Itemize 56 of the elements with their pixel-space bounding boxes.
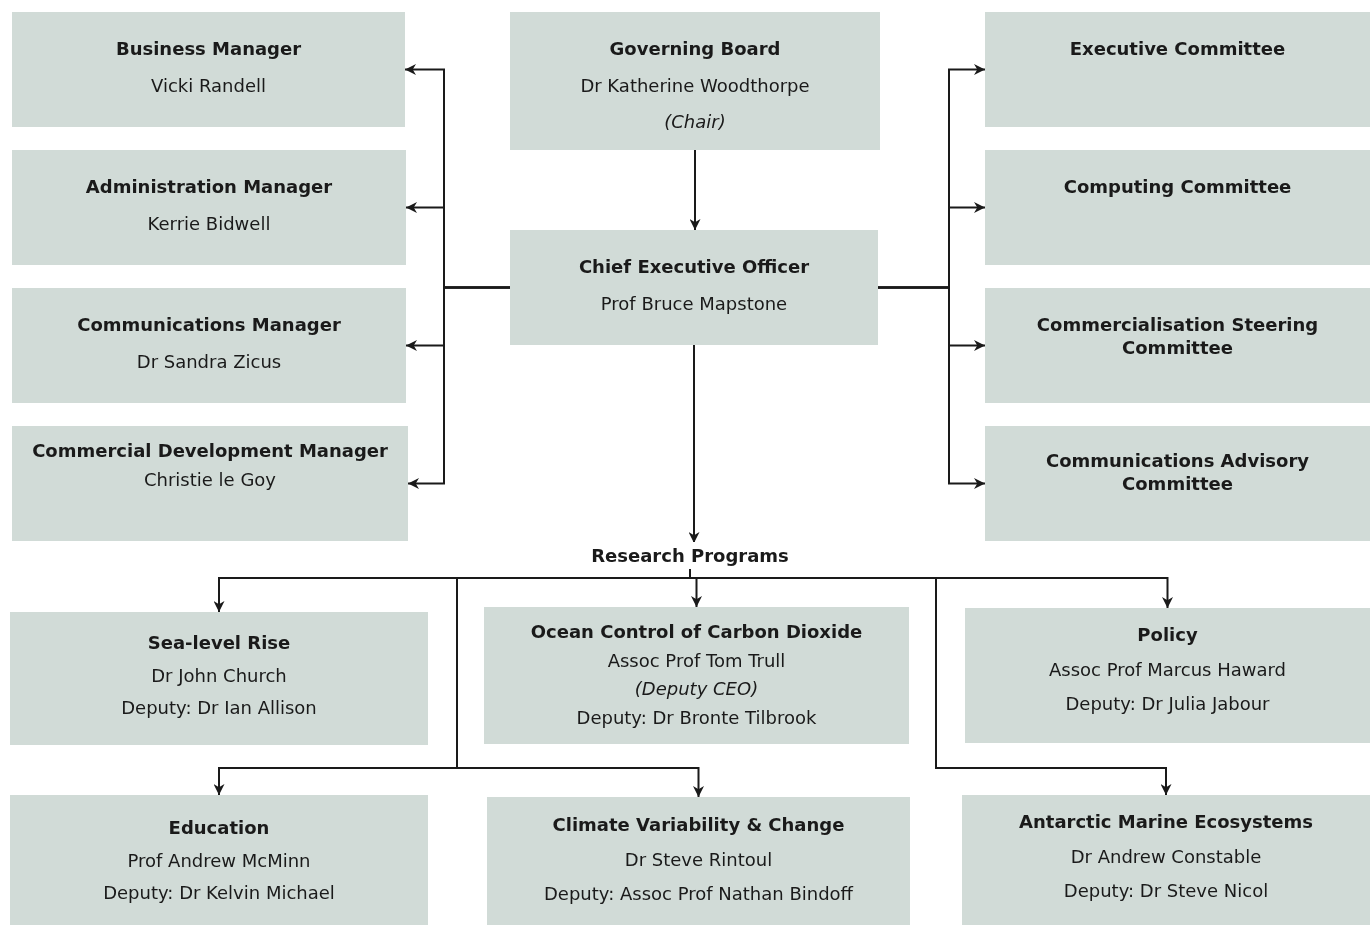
person-name: Vicki Randell — [151, 74, 266, 97]
org-box — [484, 607, 909, 744]
person-name: Prof Bruce Mapstone — [600, 292, 788, 315]
org-box — [12, 426, 408, 541]
connector-arrow — [688, 344, 700, 544]
person-name: Deputy: Assoc Prof Nathan Bindoff — [544, 883, 853, 906]
person-name: Assoc Prof Tom Trull — [607, 649, 786, 672]
person-name: Deputy: Dr Julia Jabour — [1065, 693, 1270, 716]
org-box — [12, 12, 405, 127]
box-title: Executive Committee — [1069, 38, 1286, 61]
person-name: Dr John Church — [151, 664, 287, 687]
box-title: Communications Manager — [77, 314, 341, 337]
person-name: Kerrie Bidwell — [147, 212, 271, 235]
connector-arrow — [877, 286, 986, 489]
box-title: Governing Board — [609, 38, 781, 61]
org-box — [985, 150, 1370, 265]
org-box — [985, 12, 1370, 127]
org-box — [12, 150, 406, 265]
box-title: Computing Committee — [1063, 176, 1292, 199]
person-name: Deputy: Dr Steve Nicol — [1063, 880, 1269, 903]
connector-arrow — [407, 286, 511, 489]
org-box — [10, 612, 428, 745]
org-box — [985, 426, 1370, 541]
person-name: Dr Steve Rintoul — [624, 848, 773, 871]
org-box — [510, 12, 880, 150]
org-box — [10, 795, 428, 925]
person-name: Dr Sandra Zicus — [136, 350, 282, 373]
org-box — [487, 797, 910, 925]
box-title: Commercialisation Steering Committee — [1035, 314, 1320, 359]
person-name: Dr Katherine Woodthorpe — [580, 74, 810, 97]
box-title: Sea-level Rise — [147, 632, 291, 655]
person-name: Deputy: Dr Kelvin Michael — [103, 882, 335, 905]
person-name: Dr Andrew Constable — [1070, 845, 1262, 868]
person-name: Assoc Prof Marcus Haward — [1048, 658, 1287, 681]
box-title: Administration Manager — [85, 176, 333, 199]
box-title: Communications Advisory Committee — [1044, 450, 1311, 495]
person-name: Deputy: Dr Bronte Tilbrook — [576, 706, 817, 729]
org-box — [12, 288, 406, 403]
org-box — [965, 608, 1370, 743]
person-name: Deputy: Dr Ian Allison — [121, 697, 317, 720]
connector-arrow — [689, 149, 701, 231]
role-note: (Chair) — [664, 111, 726, 134]
org-box — [510, 230, 878, 345]
box-title: Policy — [1137, 624, 1198, 647]
box-title: Chief Executive Officer — [578, 256, 810, 279]
box-title: Education — [168, 817, 270, 840]
box-title: Business Manager — [115, 38, 302, 61]
person-name: Christie le Goy — [144, 468, 276, 491]
role-note: (Deputy CEO) — [634, 678, 759, 701]
person-name: Prof Andrew McMinn — [127, 849, 311, 872]
box-title: Antarctic Marine Ecosystems — [1019, 811, 1313, 834]
org-box — [985, 288, 1370, 403]
org-box — [962, 795, 1370, 925]
box-title: Commercial Development Manager — [32, 440, 388, 463]
box-title: Ocean Control of Carbon Dioxide — [530, 621, 863, 644]
box-title: Climate Variability & Change — [552, 814, 845, 837]
